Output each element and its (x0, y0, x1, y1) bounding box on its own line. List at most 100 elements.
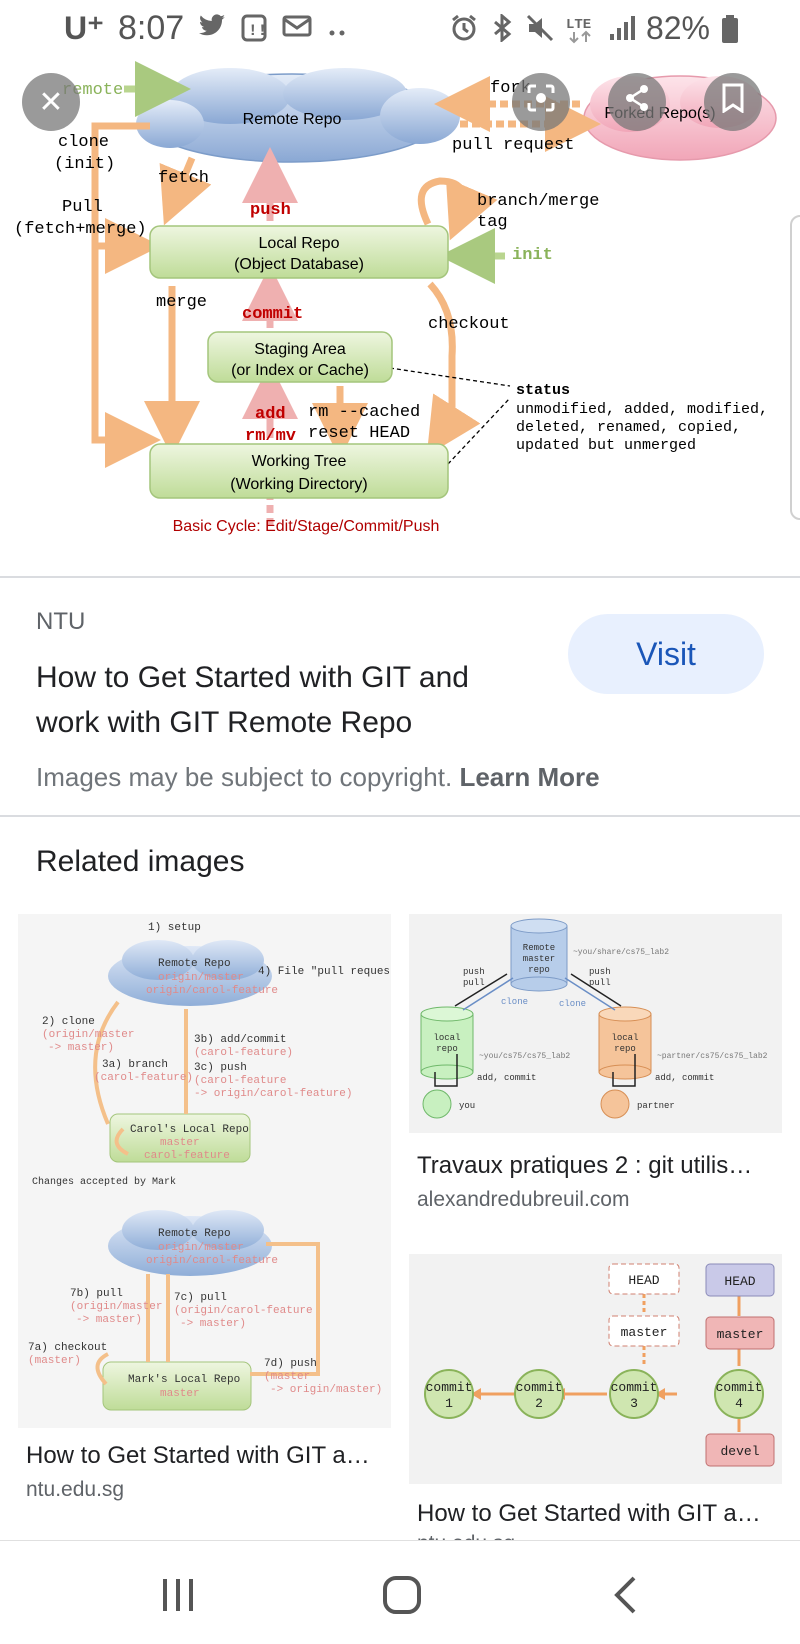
r2-remote1: Remote (523, 943, 555, 953)
bookmark-button[interactable] (704, 73, 762, 131)
share-icon (622, 83, 652, 121)
label-working-tree-sub: (Working Directory) (230, 476, 368, 493)
home-icon[interactable] (382, 1575, 422, 1620)
local-you-cylinder (420, 1006, 474, 1080)
r1-pull-b-sub1: (origin/master (70, 1301, 162, 1313)
r2-remote2: master (523, 954, 555, 964)
r2-pushpull-l2: pull (463, 978, 485, 988)
mute-icon (526, 14, 554, 42)
r2-path-remote: ~you/share/cs75_lab2 (573, 948, 669, 957)
related-2-source: alexandredubreuil.com (417, 1188, 630, 1211)
r1-file-pull: 4) File "pull request" (258, 966, 391, 978)
r3-n2: 2 (535, 1396, 543, 1411)
devel-box (705, 1433, 775, 1467)
r1-accepted: Changes accepted by Mark (32, 1176, 176, 1188)
battery-icon (720, 14, 740, 43)
label-status-2: deleted, renamed, copied, (516, 419, 741, 436)
label-init: init (512, 246, 553, 265)
r1-mark-master: master (160, 1388, 200, 1400)
related1-cloud-bottom (108, 1210, 272, 1276)
label-pull-sub: (fetch+merge) (14, 220, 147, 239)
git-workflow-diagram: remote fork pull request clone (init) fe… (14, 61, 777, 535)
r2-pushpull-r1: push (589, 967, 611, 977)
head-dashed-box (608, 1263, 680, 1295)
copyright-notice: Images may be subject to copyright. Lear… (36, 762, 600, 793)
related-image-3[interactable]: HEAD master HEAD master devel commit 1 c… (409, 1254, 782, 1484)
related1-mark-box (102, 1361, 252, 1411)
label-pull: Pull (62, 198, 103, 217)
label-tag: tag (477, 213, 508, 232)
r2-local-r1: local (611, 1033, 638, 1043)
r2-local-l2: repo (436, 1044, 458, 1054)
r3-n1: 1 (445, 1396, 453, 1411)
related-2-title[interactable]: Travaux pratiques 2 : git utilis… (417, 1152, 753, 1179)
r3-commit-1: commit (426, 1380, 473, 1395)
r1-push-sub2: -> origin/carol-feature) (194, 1088, 352, 1100)
r1-carol-master: master (160, 1137, 200, 1149)
label-staging-sub: (or Index or Cache) (231, 362, 369, 379)
back-icon[interactable] (612, 1575, 638, 1620)
signal-icon (608, 14, 636, 42)
copyright-text: Images may be subject to copyright. (36, 762, 453, 792)
bluetooth-icon (488, 12, 516, 44)
r1-clone-sub2: -> master) (48, 1042, 114, 1054)
lens-button[interactable] (512, 73, 570, 131)
share-button[interactable] (608, 73, 666, 131)
label-checkout: checkout (428, 315, 510, 334)
r3-n3: 3 (630, 1396, 638, 1411)
hero-image[interactable]: remote fork pull request clone (init) fe… (0, 56, 800, 576)
label-clone: clone (58, 133, 109, 152)
recent-apps-icon[interactable] (160, 1577, 196, 1618)
r1-branch-sub: (carol-feature) (94, 1072, 193, 1084)
visit-button[interactable]: Visit (568, 614, 764, 694)
side-panel-handle[interactable] (790, 215, 800, 520)
r1-mark-local: Mark's Local Repo (128, 1374, 240, 1386)
r1-push-sub1: (carol-feature (194, 1075, 286, 1087)
result-source: NTU (36, 608, 86, 635)
result-title[interactable]: How to Get Started with GIT and work wit… (36, 661, 469, 739)
r1-remote-repo-2: Remote Repo (158, 1228, 231, 1240)
svg-text:!!: !! (248, 22, 267, 40)
close-button[interactable]: ✕ (22, 73, 80, 131)
r2-local-l1: local (433, 1033, 460, 1043)
label-merge: merge (156, 293, 207, 312)
bookmark-icon (721, 83, 745, 121)
r1-add-commit-sub: (carol-feature) (194, 1047, 293, 1059)
r1-branch: 3a) branch (102, 1059, 168, 1071)
related-1-title[interactable]: How to Get Started with GIT a… (26, 1442, 370, 1469)
r3-n4: 4 (735, 1396, 743, 1411)
divider (0, 576, 800, 578)
r2-path-you: ~you/cs75/cs75_lab2 (479, 1052, 570, 1061)
r2-pushpull-l1: push (463, 967, 485, 977)
label-add: add (255, 405, 286, 424)
label-local-repo: Local Repo (259, 235, 340, 252)
r1-push-d-sub1: (master (264, 1371, 310, 1383)
related-images-heading: Related images (36, 845, 245, 878)
label-fetch: fetch (158, 169, 209, 188)
partner-avatar (600, 1089, 630, 1119)
r2-path-partner: ~partner/cs75/cs75_lab2 (657, 1052, 768, 1061)
r3-commit-3: commit (611, 1380, 658, 1395)
mail-icon (282, 14, 312, 42)
label-status: status (516, 382, 570, 399)
related-3-title[interactable]: How to Get Started with GIT a… (417, 1500, 761, 1527)
r1-add-commit: 3b) add/commit (194, 1034, 286, 1046)
r1-checkout: 7a) checkout (28, 1342, 107, 1354)
alarm-icon (450, 14, 478, 42)
related-1-source: ntu.edu.sg (26, 1478, 125, 1501)
r2-local-r2: repo (614, 1044, 636, 1054)
working-tree-box (149, 443, 449, 499)
related-image-1[interactable]: 1) setup Remote Repo origin/master origi… (18, 914, 391, 1428)
r1-checkout-sub: (master) (28, 1355, 81, 1367)
r1-push-d: 7d) push (264, 1358, 317, 1370)
learn-more-link[interactable]: Learn More (459, 762, 600, 792)
label-rm-cached: rm --cached (308, 403, 420, 422)
battery-percent: 82% (645, 9, 710, 46)
related1-cloud-top (108, 940, 272, 1006)
commit-4-node (714, 1369, 764, 1419)
related-image-2[interactable]: Remote master repo ~you/share/cs75_lab2 … (409, 914, 782, 1133)
r1-origin-master: origin/master (158, 972, 244, 984)
r2-clone-l: clone (501, 997, 528, 1007)
system-nav-bar (0, 1540, 800, 1644)
r1-origin-master-2: origin/master (158, 1242, 244, 1254)
